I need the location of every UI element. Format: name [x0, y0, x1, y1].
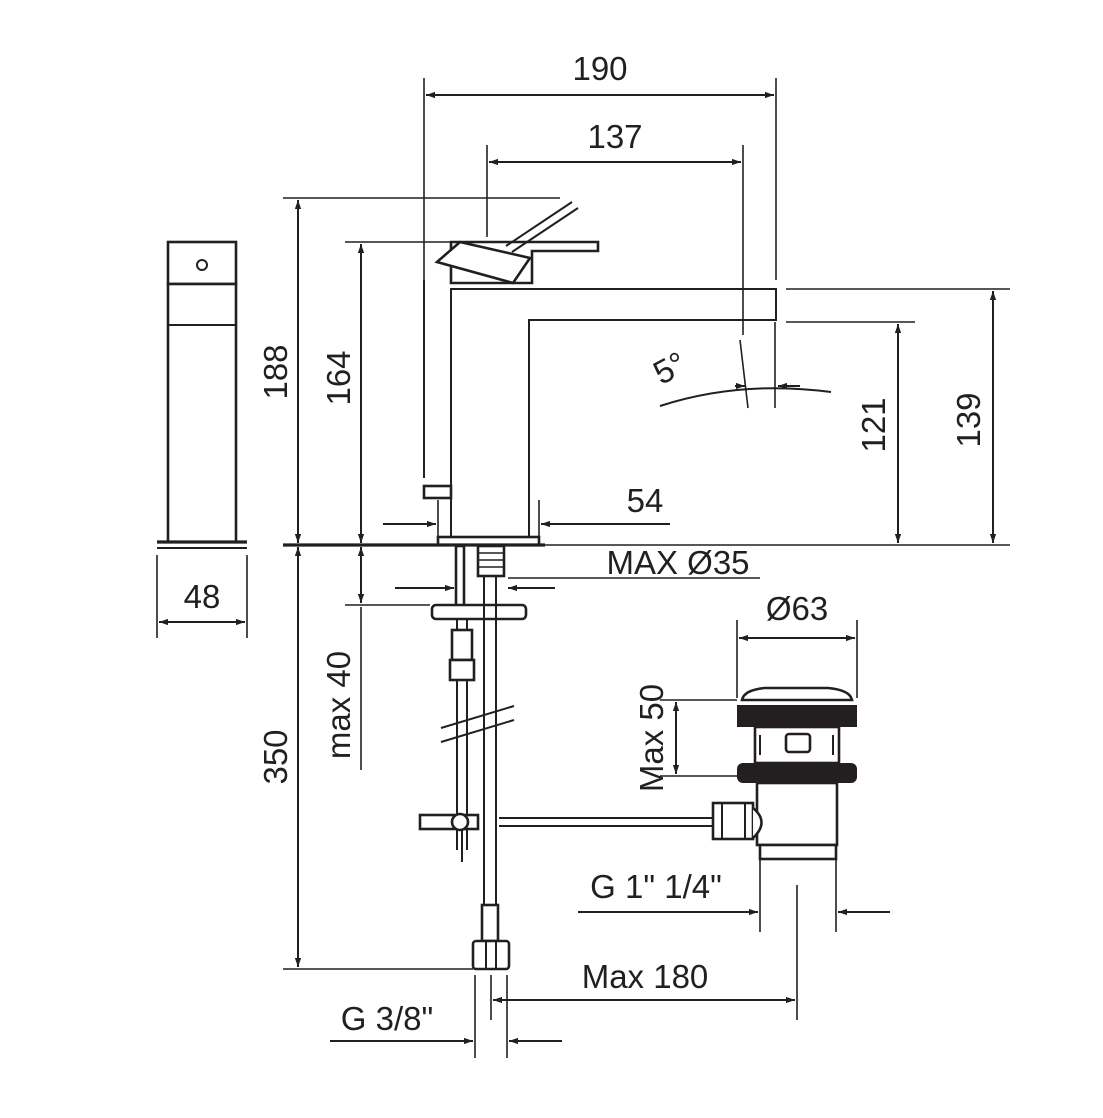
dim-height-handle: 164 [320, 350, 357, 405]
dim-height-total: 188 [257, 344, 294, 399]
dim-width-overall: 190 [572, 50, 627, 87]
mounting-assembly [418, 544, 713, 971]
side-view: 48 [156, 240, 248, 638]
dim-supply-thread: G 3/8" [341, 1000, 433, 1037]
waste-fitting [711, 686, 857, 861]
dim-hole-diameter: MAX Ø35 [606, 544, 749, 581]
dim-spout-clearance: 121 [855, 397, 892, 452]
dim-spout-outlet-height: 139 [950, 392, 987, 447]
dim-waste-thread: G 1" 1/4" [590, 868, 722, 905]
dim-counter-thickness: max 40 [320, 651, 357, 759]
dim-waste-distance: Max 180 [582, 958, 709, 995]
dim-spout-angle: 5° [647, 344, 692, 391]
dim-below-counter: 350 [257, 729, 294, 784]
dim-base-offset: 54 [627, 482, 664, 519]
dim-waste-diameter: Ø63 [766, 590, 828, 627]
dim-spout-reach: 137 [587, 118, 642, 155]
dimension-lines [283, 78, 1010, 1058]
dim-body-depth: 48 [184, 578, 221, 615]
dim-waste-height: Max 50 [633, 684, 670, 792]
mixer-body [283, 201, 777, 547]
